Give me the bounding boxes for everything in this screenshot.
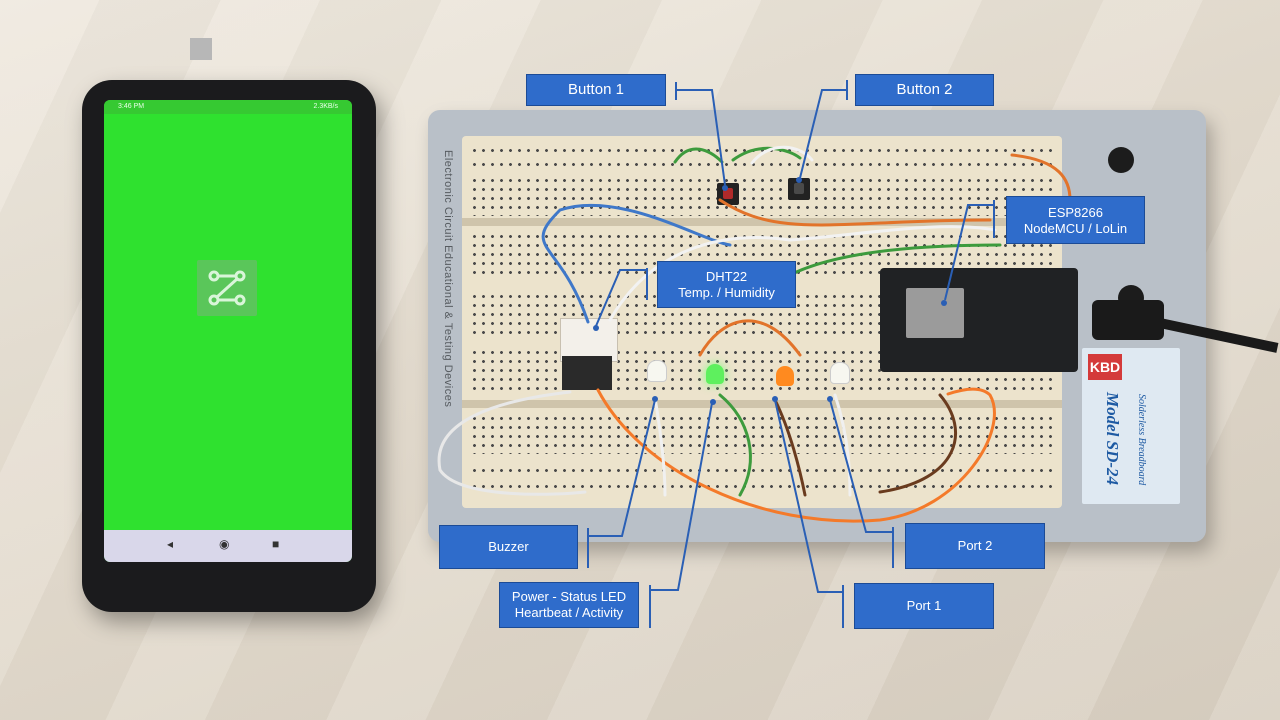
leader-dot	[722, 185, 728, 191]
phone-screen: 3:46 PM 2.3KB/s ◂	[104, 100, 352, 562]
leader-dot	[652, 396, 658, 402]
led-clear	[647, 360, 667, 382]
callout-text: DHT22	[705, 269, 748, 284]
leader-dht	[595, 268, 648, 327]
button-cap	[794, 183, 804, 194]
type-label: Solderless Breadboard	[1136, 394, 1147, 486]
power-rail-bottom-2	[470, 482, 1054, 492]
android-nav-bar: ◂ ◉ ■	[104, 530, 352, 562]
callout-text: Button 1	[568, 81, 624, 98]
led-green	[706, 364, 724, 384]
leader-power	[649, 402, 713, 628]
callout-text: Port 2	[957, 538, 993, 553]
rail-divider	[462, 218, 1062, 226]
smartphone: 3:46 PM 2.3KB/s ◂	[82, 80, 376, 612]
callout-text: Button 2	[896, 81, 953, 98]
led-white	[830, 362, 850, 384]
breadboard-label: KBD Model SD-24 Solderless Breadboard	[1082, 348, 1180, 504]
leader-dot	[593, 325, 599, 331]
brand-logo: KBD	[1088, 354, 1122, 380]
usb-port	[190, 38, 212, 60]
wire-orange	[718, 198, 992, 227]
status-network-speed: 2.3KB/s	[313, 103, 338, 110]
leader-dot	[796, 177, 802, 183]
callout-text: Buzzer	[488, 539, 529, 554]
dht22-sensor	[560, 318, 618, 362]
power-rail-top	[470, 146, 1054, 156]
leader-port1	[774, 399, 844, 628]
callout-port-2: Port 2	[905, 523, 1045, 569]
usb-plug	[1092, 300, 1164, 340]
status-bar: 3:46 PM 2.3KB/s	[104, 100, 352, 114]
breadboard-side-text: Electronic Circuit Educational & Testing…	[442, 150, 454, 408]
callout-port-1: Port 1	[854, 583, 994, 629]
buzzer	[562, 356, 612, 390]
recent-apps-icon[interactable]: ■	[272, 537, 280, 551]
wire-blue	[541, 203, 732, 324]
circuit-icon	[197, 260, 257, 316]
callout-buzzer: Buzzer	[439, 525, 578, 569]
leader-port2	[829, 399, 894, 568]
callout-text: Port 1	[906, 598, 942, 613]
leader-dot	[941, 300, 947, 306]
esp8266-module	[906, 288, 964, 338]
wire-white	[653, 396, 667, 497]
callout-power-status-led: Power - Status LED Heartbeat / Activity	[499, 582, 639, 628]
led-orange	[776, 366, 794, 386]
wire-orange	[596, 387, 996, 523]
callout-text: ESP8266	[1048, 205, 1103, 220]
wire-green	[718, 393, 752, 497]
wire-white	[608, 225, 997, 322]
rail-divider	[462, 400, 1062, 408]
button-cap	[723, 188, 733, 199]
callout-text: Power - Status LED	[511, 589, 627, 604]
callout-button-1: Button 1	[526, 74, 666, 106]
callout-button-2: Button 2	[855, 74, 994, 106]
leader-esp	[944, 200, 995, 301]
callout-text: Temp. / Humidity	[678, 285, 775, 300]
wire-white	[750, 145, 814, 165]
model-label: Model SD-24	[1103, 392, 1122, 486]
power-rail-top-2	[470, 160, 1054, 170]
back-icon[interactable]: ◂	[167, 537, 174, 551]
wire-green	[788, 243, 1002, 277]
nodemcu-board	[880, 268, 1078, 372]
push-button-2	[788, 178, 810, 200]
callout-text: NodeMCU / LoLin	[1023, 221, 1128, 236]
status-time: 3:46 PM	[118, 103, 145, 110]
wire-brown	[773, 398, 807, 497]
callout-dht22: DHT22 Temp. / Humidity	[657, 261, 796, 308]
wire-brown	[878, 393, 957, 494]
wire-orange	[698, 319, 802, 357]
home-icon[interactable]: ◉	[219, 537, 230, 551]
wire-white	[833, 393, 852, 497]
leader-dot	[772, 396, 778, 402]
callout-text: Heartbeat / Activity	[514, 605, 624, 620]
leader-button2	[799, 80, 848, 179]
mounting-hole	[1108, 147, 1134, 173]
wire-green	[673, 147, 724, 164]
wire-orange	[1010, 153, 1072, 202]
power-rail-bottom	[470, 466, 1054, 476]
leader-buzzer	[587, 399, 656, 568]
leader-dot	[827, 396, 833, 402]
leader-button1	[675, 82, 726, 186]
leader-dot	[710, 399, 716, 405]
wire-white	[437, 390, 587, 496]
callout-esp8266: ESP8266 NodeMCU / LoLin	[1006, 196, 1145, 244]
